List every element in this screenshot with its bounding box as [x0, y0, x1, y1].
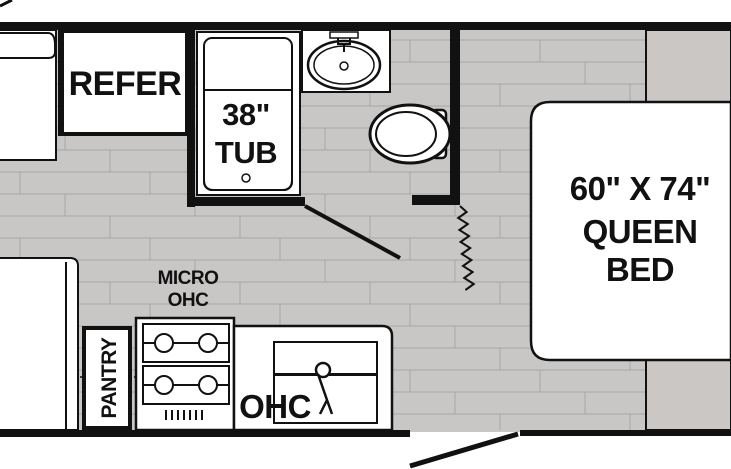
tub-size-label: 38" — [222, 97, 270, 132]
bottom-wall — [0, 430, 410, 437]
kitchen-ohc-label: OHC — [239, 388, 311, 425]
tub: 38" TUB — [196, 31, 301, 196]
kitchen-counter: OHC — [232, 324, 394, 432]
bathroom-sink — [301, 29, 391, 93]
micro-ohc-label: OHC — [168, 290, 210, 311]
corner-slash — [0, 0, 13, 8]
refer-label: REFER — [69, 65, 182, 103]
outer-walls — [0, 22, 731, 437]
entry-door-icon — [409, 431, 519, 469]
bed-type-label: QUEEN — [583, 213, 698, 250]
stove-knobs — [165, 410, 203, 420]
queen-bed: 60" X 74" QUEEN BED — [529, 100, 731, 362]
dinette-upper — [0, 29, 57, 161]
toilet-icon — [368, 103, 452, 165]
top-wall — [0, 22, 731, 30]
micro-label: MICRO — [158, 268, 219, 289]
bottom-wall-right — [520, 430, 731, 436]
refrigerator: REFER — [58, 30, 190, 136]
dinette-lower — [0, 257, 79, 431]
curtain-icon — [456, 205, 476, 291]
bathroom-walls — [187, 30, 460, 207]
faucet-icon — [314, 361, 334, 415]
stove — [134, 316, 236, 432]
pantry: PANTRY — [82, 326, 132, 430]
pantry-label: PANTRY — [98, 337, 121, 418]
bed-word-label: BED — [606, 251, 674, 288]
bed-size-label: 60" X 74" — [570, 170, 711, 207]
door-swing-icon — [304, 204, 401, 260]
tub-drain-icon — [241, 173, 251, 183]
corner-panels — [645, 29, 731, 431]
stove-burner-icon — [154, 333, 218, 395]
tub-label: TUB — [215, 135, 277, 170]
